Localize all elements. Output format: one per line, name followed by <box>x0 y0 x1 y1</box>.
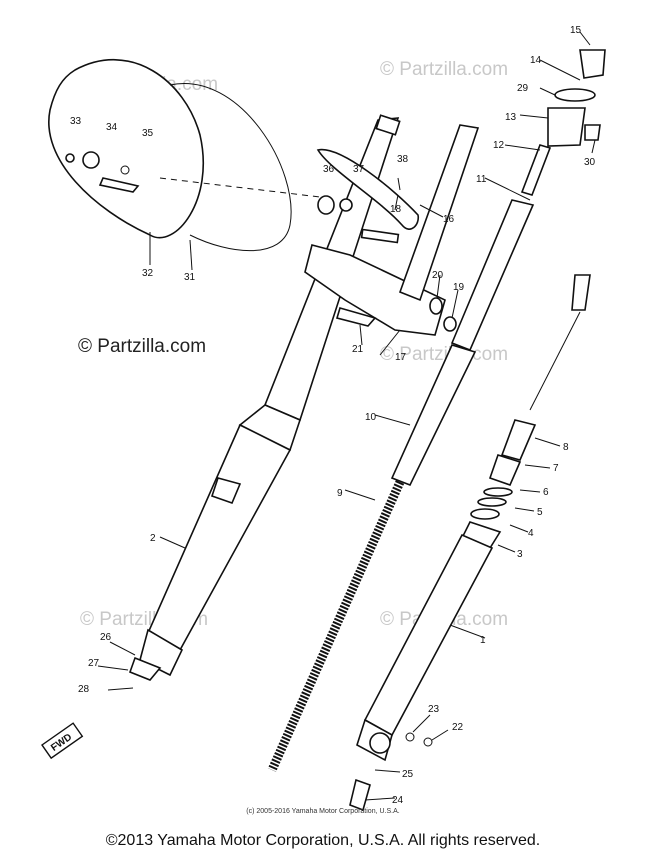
part-label: 28 <box>78 684 90 695</box>
part-label: 27 <box>88 658 100 669</box>
part-label: 33 <box>70 116 82 127</box>
fork-spring <box>267 480 405 772</box>
part-label: 22 <box>452 722 464 733</box>
right-fork-assembly <box>390 49 606 487</box>
part-label: 23 <box>428 704 440 715</box>
part-label: 11 <box>476 174 487 185</box>
part-label: 34 <box>106 122 118 133</box>
watermark-faint: © Partzilla.com <box>380 344 508 365</box>
leader-lines <box>97 31 596 801</box>
watermark-main: © Partzilla.com <box>78 336 206 357</box>
part-label: 21 <box>352 344 364 355</box>
part-label: 32 <box>142 268 154 279</box>
part-label: 13 <box>505 112 517 123</box>
headlight-assembly <box>48 59 321 252</box>
part-label: 35 <box>142 128 154 139</box>
part-label: 14 <box>530 55 542 66</box>
part-label: 4 <box>528 528 534 539</box>
part-label: 9 <box>337 488 343 499</box>
part-label: 26 <box>100 632 112 643</box>
part-label: 15 <box>570 25 582 36</box>
part-label: 31 <box>184 272 196 283</box>
part-label: 19 <box>453 282 465 293</box>
part-label: 7 <box>553 463 559 474</box>
forward-arrow-badge: FWD <box>41 722 84 760</box>
top-bracket-assembly <box>304 148 457 336</box>
part-label: 20 <box>432 270 444 281</box>
part-label: 18 <box>390 204 402 215</box>
damper-and-outer-tube <box>349 274 591 812</box>
inner-copyright: (c) 2005-2016 Yamaha Motor Corporation, … <box>246 808 400 815</box>
part-label: 16 <box>443 214 455 225</box>
part-label: 25 <box>402 769 414 780</box>
part-label: 2 <box>150 533 156 544</box>
part-labels: 1 2 3 4 5 6 7 8 9 10 11 12 13 14 15 16 1… <box>70 25 596 806</box>
part-label: 17 <box>395 352 407 363</box>
part-label: 24 <box>392 795 404 806</box>
part-label: 5 <box>537 507 543 518</box>
part-label: 30 <box>584 157 596 168</box>
part-label: 3 <box>517 549 523 560</box>
watermark-faint: © Partzilla.com <box>380 59 508 80</box>
footer-copyright: ©2013 Yamaha Motor Corporation, U.S.A. A… <box>105 832 541 849</box>
part-label: 29 <box>517 83 529 94</box>
part-label: 8 <box>563 442 569 453</box>
part-label: 6 <box>543 487 549 498</box>
part-label: 37 <box>353 164 365 175</box>
part-label: 1 <box>480 635 486 646</box>
part-label: 38 <box>397 154 409 165</box>
part-label: 12 <box>493 140 505 151</box>
part-label: 36 <box>323 164 335 175</box>
part-label: 10 <box>365 412 377 423</box>
